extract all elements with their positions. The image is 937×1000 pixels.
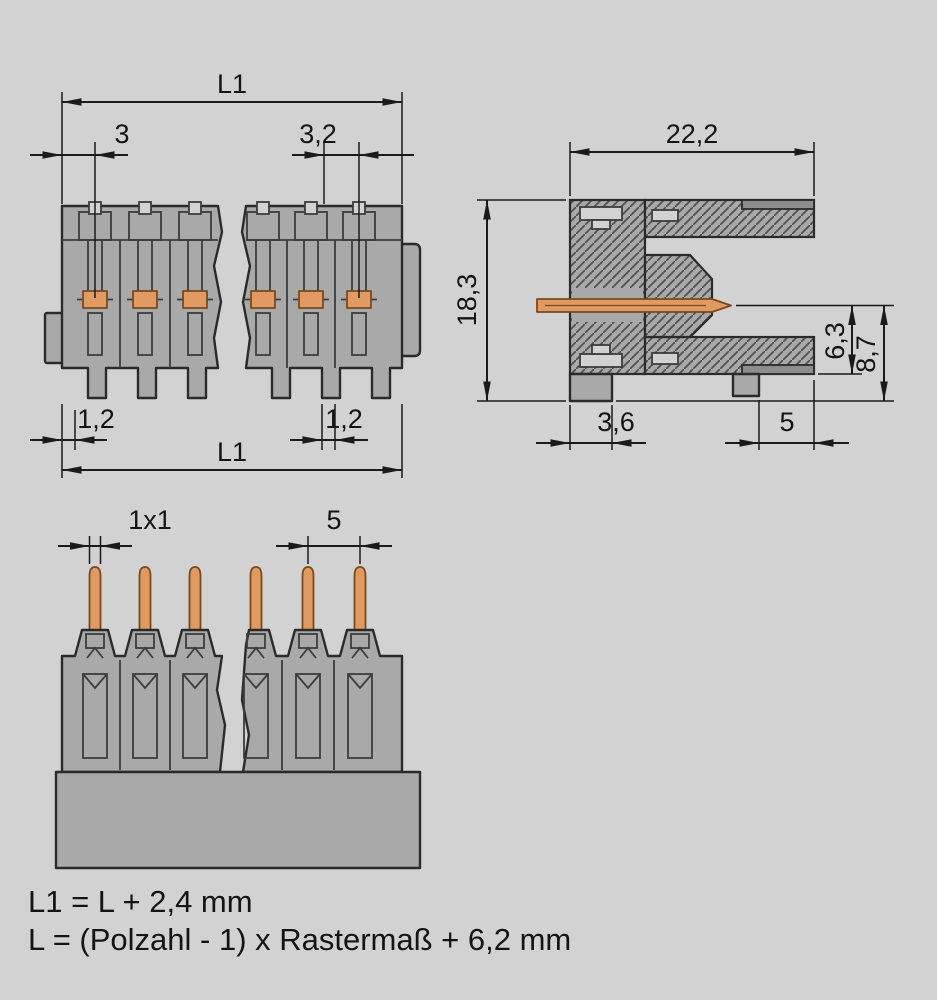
formulas: L1 = L + 2,4 mm L = (Polzahl - 1) x Rast…	[28, 884, 571, 957]
wall-cutout-bottom	[651, 352, 679, 365]
wall-cutout-top	[651, 209, 679, 222]
dim-label-l1-bottom: L1	[217, 437, 247, 467]
dimension-3-2: 3,2	[292, 119, 414, 298]
dimension-5-side: 5	[725, 380, 849, 450]
foot-right	[731, 372, 761, 398]
latch-cutout-bottom	[579, 353, 623, 368]
dim-label-1-2-right: 1,2	[325, 404, 363, 434]
dim-label-1-2-left: 1,2	[77, 404, 115, 434]
dimension-l1-bottom: L1	[62, 404, 403, 478]
top-edge-strip	[741, 199, 815, 210]
housing-pin-left	[60, 628, 227, 774]
dimension-1-2-right: 1,2	[290, 404, 368, 450]
latch-hook-top	[591, 219, 611, 230]
dim-label-l1-top: L1	[217, 69, 247, 99]
dim-label-6-3: 6,3	[820, 322, 850, 360]
dim-label-1x1: 1x1	[128, 505, 172, 535]
dimension-22-2: 22,2	[569, 119, 815, 196]
dimension-1-2-left: 1,2	[30, 404, 115, 478]
bottom-edge-strip	[741, 364, 815, 375]
dimension-3-6: 3,6	[536, 405, 646, 450]
front-view: L1 3 3,2 1,2	[30, 69, 422, 478]
dimension-3: 3	[30, 119, 130, 298]
dim-label-3-2: 3,2	[299, 119, 337, 149]
dim-label-8-7: 8,7	[851, 335, 881, 373]
dim-label-22-2: 22,2	[666, 119, 719, 149]
dim-label-3: 3	[114, 119, 129, 149]
dimension-5-pitch: 5	[276, 505, 392, 564]
pin-pedestal	[643, 253, 714, 339]
side-view: 22,2 18,3 6,3 8,7 3,6	[452, 119, 894, 450]
mounting-foot	[568, 372, 614, 403]
dimension-l1-top: L1	[61, 69, 403, 204]
pin-view: 1x1 5	[54, 505, 422, 870]
latch-cutout-top	[579, 206, 623, 221]
dim-label-18-3: 18,3	[452, 274, 482, 327]
dim-label-5-pitch: 5	[326, 505, 341, 535]
formula-line1: L1 = L + 2,4 mm	[28, 884, 253, 919]
dim-label-3-6: 3,6	[597, 407, 635, 437]
dim-label-5-side: 5	[779, 407, 794, 437]
dimension-6-3: 6,3	[736, 304, 894, 375]
housing-pin-right	[240, 628, 404, 774]
dimension-18-3: 18,3	[452, 199, 566, 402]
latch-hook-bottom	[591, 344, 611, 355]
dimension-1x1: 1x1	[58, 505, 172, 564]
formula-line2: L = (Polzahl - 1) x Rastermaß + 6,2 mm	[28, 922, 571, 957]
base-block	[54, 770, 422, 870]
dimension-8-7: 8,7	[616, 305, 894, 402]
